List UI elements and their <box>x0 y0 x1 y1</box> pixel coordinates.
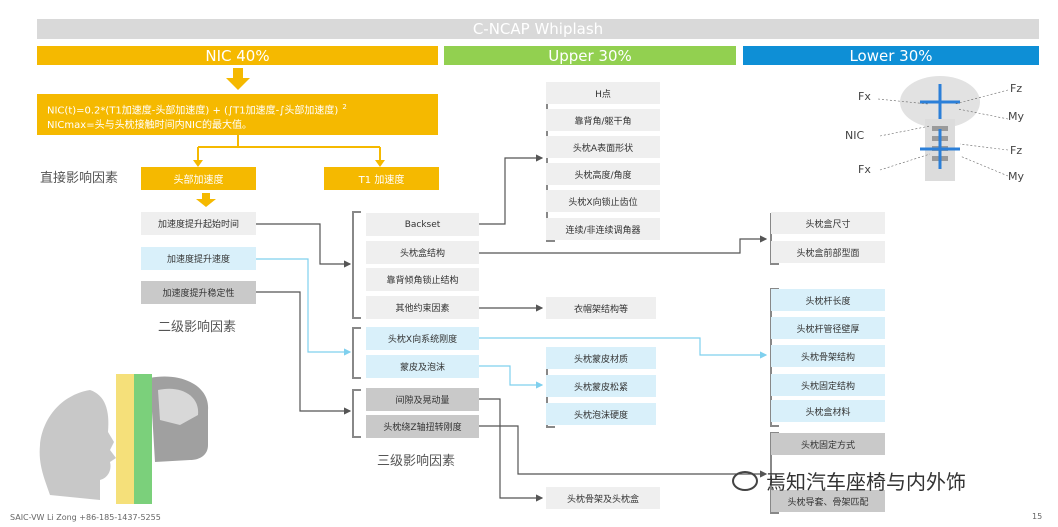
upper-section-bar: Upper 30% <box>444 46 736 65</box>
lower-item: 头枕杆管径壁厚 <box>771 317 885 339</box>
page-title: C-NCAP Whiplash <box>472 20 604 38</box>
third-item: Backset <box>366 213 479 236</box>
force-label-fx-top: Fx <box>858 90 871 103</box>
title-bar: C-NCAP Whiplash <box>37 19 1039 39</box>
upper-section-label: Upper 30% <box>548 46 632 65</box>
lower-section-label: Lower 30% <box>849 46 933 65</box>
formula-exponent: 2 <box>342 103 347 111</box>
third-item: 头枕绕Z轴扭转刚度 <box>366 415 479 438</box>
t1-acceleration-box: T1 加速度 <box>324 167 439 190</box>
orange-arrows <box>193 68 385 207</box>
nic-section-bar: NIC 40% <box>37 46 438 65</box>
upper-item: H点 <box>546 82 660 104</box>
dummy-neck-figure <box>877 76 1009 181</box>
lower-item: 头枕固定方式 <box>771 433 885 455</box>
lower-section-bar: Lower 30% <box>743 46 1039 65</box>
third-item: 靠背倾角锁止结构 <box>366 268 479 291</box>
upper-item: 头枕X向锁止齿位 <box>546 190 660 212</box>
force-label-nic: NIC <box>845 129 865 142</box>
frame-item: 头枕骨架及头枕盒 <box>546 487 660 509</box>
third-factors-label: 三级影响因素 <box>377 454 456 469</box>
direct-factors-label: 直接影响因素 <box>40 171 119 186</box>
lower-item: 头枕盒尺寸 <box>771 212 885 234</box>
nic-formula-box: NIC(t)=0.2*(T1加速度-头部加速度) + (∫T1加速度-∫头部加速… <box>37 94 438 135</box>
page-number: 15 <box>1032 512 1043 521</box>
formula-line1: NIC(t)=0.2*(T1加速度-头部加速度) + (∫T1加速度-∫头部加速… <box>47 103 347 117</box>
force-label-fz-bottom: Fz <box>1010 144 1023 157</box>
upper-item: 头枕高度/角度 <box>546 163 660 185</box>
watermark-text: 焉知汽车座椅与内外饰 <box>766 470 966 494</box>
lower-item: 头枕盒材料 <box>771 400 885 422</box>
formula-line2: NICmax=头与头枕接触时间内NIC的最大值。 <box>47 120 252 132</box>
third-item: 其他约束因素 <box>366 296 479 319</box>
clothes-rack-item: 衣帽架结构等 <box>546 297 656 319</box>
skin-item: 头枕蒙皮材质 <box>546 347 656 369</box>
head-acceleration-box: 头部加速度 <box>141 167 256 190</box>
lower-item: 头枕盒前部型面 <box>771 241 885 263</box>
nic-section-label: NIC 40% <box>205 46 270 65</box>
upper-item: 头枕A表面形状 <box>546 136 660 158</box>
third-item: 蒙皮及泡沫 <box>366 355 479 378</box>
skin-item: 头枕蒙皮松紧 <box>546 375 656 397</box>
third-item: 头枕X向系统刚度 <box>366 327 479 350</box>
wechat-icon <box>732 470 758 491</box>
head-silhouette-illustration <box>39 374 209 504</box>
upper-item: 靠背角/躯干角 <box>546 109 660 131</box>
skin-item: 头枕泡沫硬度 <box>546 403 656 425</box>
footer-contact: SAIC-VW Li Zong +86-185-1437-5255 <box>10 513 161 522</box>
third-item: 头枕盒结构 <box>366 241 479 264</box>
lower-item: 头枕导套、骨架匹配 <box>771 490 885 512</box>
force-label-my-bottom: My <box>1008 170 1025 183</box>
force-label-fz-top: Fz <box>1010 82 1023 95</box>
third-item: 间隙及晃动量 <box>366 388 479 411</box>
lower-item: 头枕杆长度 <box>771 289 885 311</box>
lower-item: 头枕固定结构 <box>771 374 885 396</box>
upper-item: 连续/非连续调角器 <box>546 218 660 240</box>
secondary-item: 加速度提升起始时间 <box>141 212 256 235</box>
lower-item: 头枕骨架结构 <box>771 345 885 367</box>
watermark: 焉知汽车座椅与内外饰 <box>732 466 966 495</box>
secondary-item: 加速度提升速度 <box>141 247 256 270</box>
force-label-fx-bottom: Fx <box>858 163 871 176</box>
force-label-my-top: My <box>1008 110 1025 123</box>
secondary-factors-label: 二级影响因素 <box>158 320 237 335</box>
secondary-item: 加速度提升稳定性 <box>141 281 256 304</box>
